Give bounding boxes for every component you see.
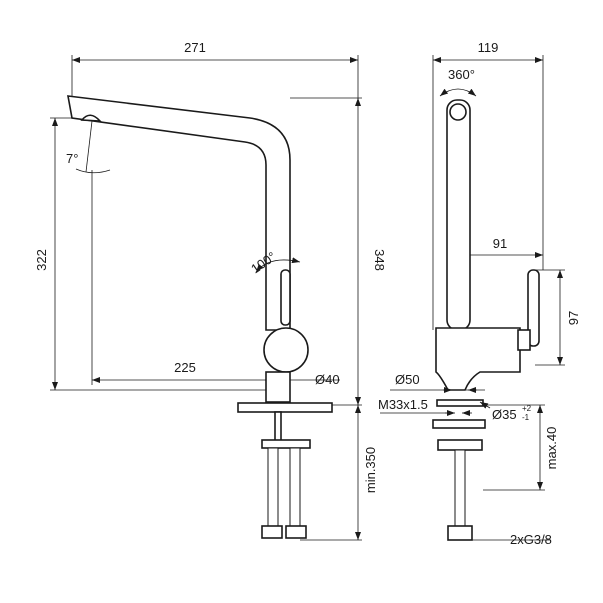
base-diameter-label: Ø40 [315,372,340,387]
total-height-label: 348 [372,249,387,271]
mixer-body [435,327,521,391]
mixer-body [263,327,309,373]
lever-offset-label: 91 [493,236,507,251]
hole-tolerance-lower: -1 [522,413,530,422]
front-width-label: 119 [478,40,499,55]
spout-angle-label: 7° [66,151,78,166]
connection-label: 2xG3/8 [510,532,552,547]
spout-column [446,99,471,331]
front-view: 119 360° 91 97 Ø50 M33x1.5 Ø35 +2 -1 max… [378,40,581,547]
thread-label: M33x1.5 [378,397,428,412]
body-diameter-label: Ø50 [395,372,420,387]
hose [289,447,301,529]
spout [67,95,291,331]
rotation-label: 360° [448,67,475,82]
hose [454,449,466,531]
hose [267,447,279,529]
width-label: 271 [184,40,206,55]
height-label: 322 [34,249,49,271]
lever-height-label: 97 [566,311,581,325]
lever [280,269,291,326]
hole-diameter-label: Ø35 [492,407,517,422]
max-thickness-label: max.40 [544,427,559,470]
base-plate [237,402,333,413]
lever [527,269,540,347]
cable-length-label: min.350 [363,447,378,493]
reach-label: 225 [174,360,196,375]
side-view: 271 322 348 min.350 225 Ø40 7° 100° [34,40,387,541]
hole-tolerance-upper: +2 [522,404,532,413]
